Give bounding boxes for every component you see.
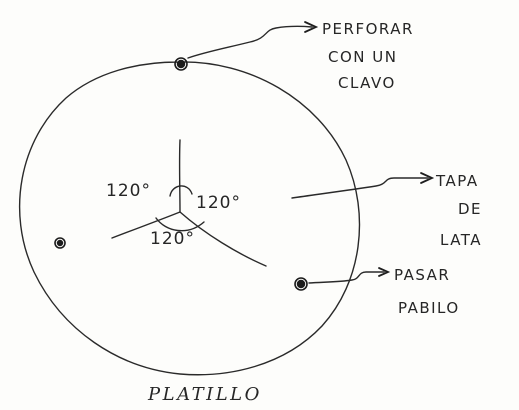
hole-top bbox=[174, 57, 188, 71]
angle-bottom: 120° bbox=[150, 229, 195, 249]
label-tapa-2: DE bbox=[458, 200, 482, 218]
label-perforar-3: CLAVO bbox=[338, 74, 396, 92]
arrow-tapa bbox=[291, 172, 435, 199]
arrow-pasar bbox=[308, 267, 391, 284]
label-perforar-2: CON UN bbox=[328, 48, 397, 66]
label-pasar-1: PASAR bbox=[394, 266, 450, 284]
diagram-title: PLATILLO bbox=[147, 384, 262, 405]
label-tapa-3: LATA bbox=[440, 231, 482, 249]
hole-left bbox=[54, 237, 66, 249]
angle-arc-top bbox=[169, 185, 193, 197]
angle-arc-bottom bbox=[155, 217, 205, 232]
angle-right: 120° bbox=[196, 193, 241, 213]
angle-left: 120° bbox=[106, 181, 151, 201]
label-tapa-1: TAPA bbox=[435, 172, 479, 190]
arrow-perforar bbox=[187, 21, 319, 59]
hole-right bbox=[294, 277, 308, 291]
lid-circle bbox=[18, 61, 361, 376]
radial-line-left bbox=[111, 211, 181, 239]
label-perforar-1: PERFORAR bbox=[322, 20, 414, 38]
radial-line-right bbox=[179, 211, 267, 267]
label-pasar-2: PABILO bbox=[398, 299, 460, 317]
